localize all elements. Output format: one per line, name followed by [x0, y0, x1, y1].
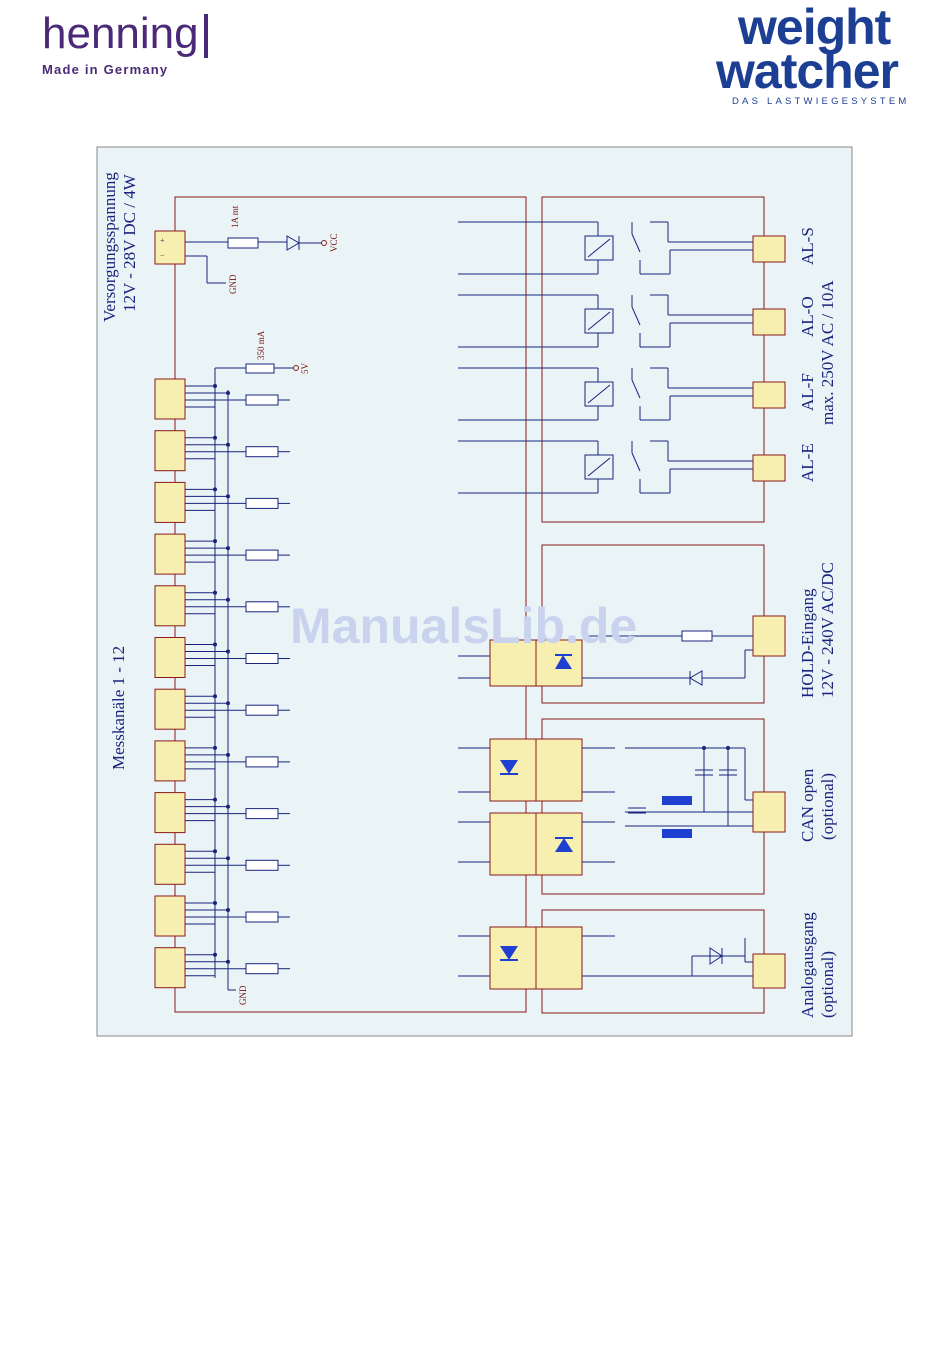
channel-resistor: [246, 550, 278, 560]
relay-label-3: AL-F: [798, 373, 817, 411]
channel-connector: [155, 689, 185, 729]
channel-junction: [226, 546, 230, 550]
channel-junction: [226, 443, 230, 447]
can-connector: [753, 792, 785, 832]
channel-junction: [213, 436, 217, 440]
channel-junction: [226, 494, 230, 498]
channel-junction: [213, 487, 217, 491]
channel-resistor: [246, 809, 278, 819]
channel-junction: [213, 798, 217, 802]
relay-label-1: AL-S: [798, 227, 817, 265]
channel-connector: [155, 793, 185, 833]
channel-fuse-label: 350 mA: [256, 330, 266, 360]
channel-connector: [155, 379, 185, 419]
svg-text:−: −: [160, 251, 165, 260]
channel-junction: [226, 805, 230, 809]
channel-resistor: [246, 498, 278, 508]
channel-junction: [213, 539, 217, 543]
channel-junction: [213, 384, 217, 388]
supply-gnd-label: GND: [228, 274, 238, 294]
can-label-line2: (optional): [818, 773, 837, 840]
supply-fuse-label: 1A mt: [230, 205, 240, 228]
channel-connector: [155, 534, 185, 574]
relay-connector: [753, 455, 785, 481]
supply-label-line1: Versorgungsspannung: [100, 172, 119, 322]
channel-junction: [213, 591, 217, 595]
channel-junction: [213, 901, 217, 905]
analog-connector: [753, 954, 785, 988]
hold-connector: [753, 616, 785, 656]
channel-connector: [155, 844, 185, 884]
channel-junction: [226, 701, 230, 705]
channel-junction: [226, 598, 230, 602]
channel-connector: [155, 948, 185, 988]
relay-panel: [542, 197, 764, 522]
channel-resistor: [246, 602, 278, 612]
channel-fuse: [246, 364, 274, 373]
supply-label-line2: 12V - 28V DC / 4W: [120, 173, 139, 312]
analog-label-line2: (optional): [818, 951, 837, 1018]
channel-junction: [213, 849, 217, 853]
relay-label-2: AL-O: [798, 296, 817, 337]
channel-connector: [155, 638, 185, 678]
relay-rating: max. 250V AC / 10A: [818, 280, 837, 425]
watermark: ManualsLib.de: [290, 598, 637, 654]
can-choke-top: [662, 796, 692, 805]
channel-junction: [213, 953, 217, 957]
channel-resistor: [246, 860, 278, 870]
channel-resistor: [246, 964, 278, 974]
channel-junction: [226, 650, 230, 654]
channel-junction: [226, 753, 230, 757]
channel-junction: [213, 694, 217, 698]
channel-connector: [155, 586, 185, 626]
channel-junction: [213, 746, 217, 750]
hold-label-line2: 12V - 240V AC/DC: [818, 562, 837, 698]
can-choke-bottom: [662, 829, 692, 838]
channel-connector: [155, 482, 185, 522]
channel-junction: [226, 391, 230, 395]
supply-fuse: [228, 238, 258, 248]
channel-junction: [213, 643, 217, 647]
can-label-line1: CAN open: [798, 768, 817, 842]
channel-resistor: [246, 757, 278, 767]
hold-resistor: [682, 631, 712, 641]
channel-junction: [226, 960, 230, 964]
channel-resistor: [246, 654, 278, 664]
vcc-label: VCC: [329, 233, 339, 252]
svg-text:+: +: [160, 236, 165, 245]
channel-connector: [155, 431, 185, 471]
channel-resistor: [246, 705, 278, 715]
channel-junction: [226, 908, 230, 912]
channel-resistor: [246, 395, 278, 405]
channel-gnd-label: GND: [238, 985, 248, 1005]
channels-label: Messkanäle 1 - 12: [109, 646, 128, 770]
channel-resistor: [246, 912, 278, 922]
analog-label-line1: Analogausgang: [798, 912, 817, 1018]
channel-connector: [155, 741, 185, 781]
hold-label-line1: HOLD-Eingang: [798, 588, 817, 698]
five-volt-label: 5V: [300, 363, 310, 375]
channel-resistor: [246, 447, 278, 457]
relay-connector: [753, 382, 785, 408]
relay-label-4: AL-E: [798, 443, 817, 482]
channel-connector: [155, 896, 185, 936]
relay-connector: [753, 236, 785, 262]
channel-junction: [226, 856, 230, 860]
relay-connector: [753, 309, 785, 335]
